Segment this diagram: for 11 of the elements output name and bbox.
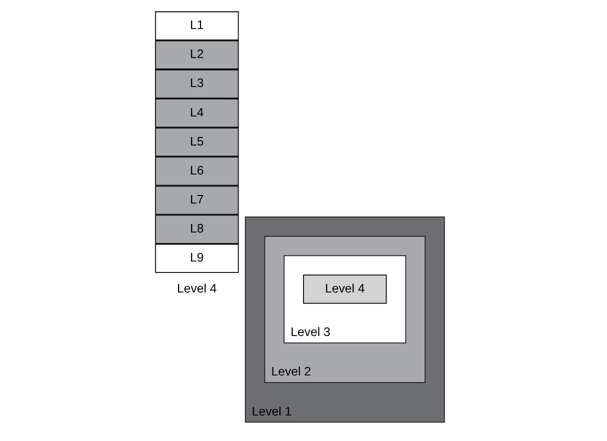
node-box: L1 [155, 11, 239, 40]
node-box: L8 [155, 214, 239, 244]
node-box: L6 [155, 156, 239, 186]
node-box: L7 [155, 186, 239, 215]
node-box: L2 [155, 40, 239, 70]
label: Level 4 [177, 281, 217, 296]
node-box: Level 4 [303, 274, 387, 304]
node-box: L5 [155, 128, 239, 157]
node-box: L4 [155, 98, 239, 128]
node-box: L9 [155, 244, 239, 273]
node-box: L3 [155, 69, 239, 98]
